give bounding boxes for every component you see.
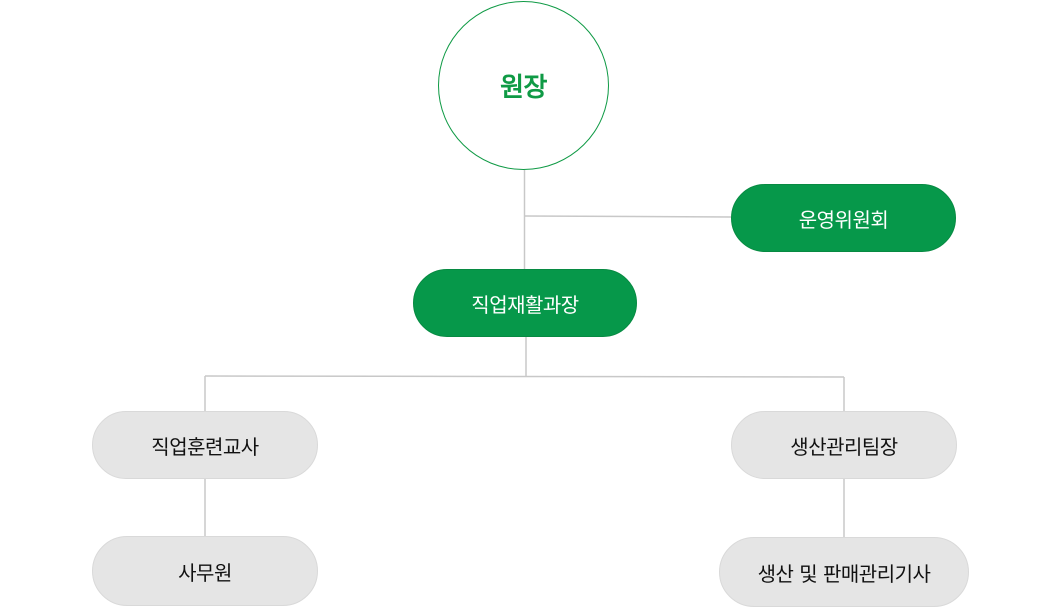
trainer-node-label: 직업훈련교사: [151, 434, 259, 459]
committee-node-label: 운영위원회: [798, 207, 889, 232]
root-node-label: 원장: [500, 73, 547, 103]
production-tech-node-label: 생산 및 판매관리기사: [757, 561, 931, 586]
production-tech-node: 생산 및 판매관리기사: [719, 537, 969, 607]
root-node-director: 원장: [438, 1, 609, 170]
line-horizontal-branch: [204, 375, 845, 378]
committee-node: 운영위원회: [731, 184, 956, 252]
line-to-committee: [524, 215, 732, 218]
clerk-node-label: 사무원: [178, 560, 232, 585]
production-lead-node-label: 생산관리팀장: [790, 434, 898, 459]
manager-node-label: 직업재활과장: [471, 292, 579, 317]
clerk-node: 사무원: [92, 536, 318, 606]
manager-node: 직업재활과장: [413, 269, 637, 337]
trainer-node: 직업훈련교사: [92, 411, 318, 479]
production-lead-node: 생산관리팀장: [731, 411, 957, 479]
